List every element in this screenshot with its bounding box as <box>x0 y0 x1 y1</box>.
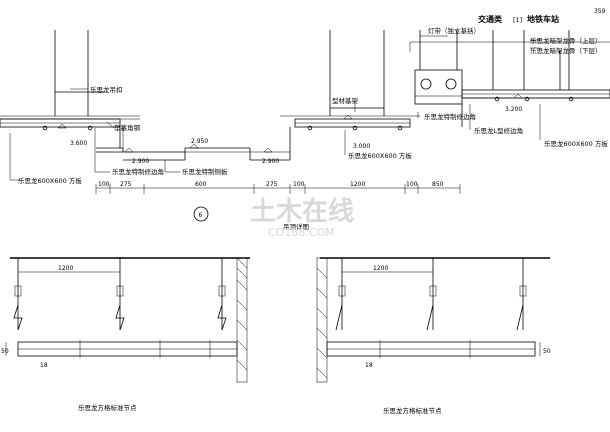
header-category: 交通类 <box>478 14 502 24</box>
watermark: 土木在线 CO188.COM <box>250 197 354 239</box>
header-page-number: 359 <box>594 8 606 15</box>
watermark-url: CO188.COM <box>268 226 335 239</box>
grid-node-detail-left: 1200 50 18 乐思龙方格标准节点 <box>1 257 250 412</box>
label-light-strip: 灯带（独立基括） <box>428 26 480 35</box>
label-square-board-left: 乐思龙600X600 方板 <box>18 176 82 185</box>
dimension-value: 100 <box>98 181 110 188</box>
label-square-board-right: 乐思龙600X600 方板 <box>544 139 608 148</box>
label-special-side-board: 乐思龙特制侧板 <box>182 167 228 176</box>
level-mark: 3.200 <box>505 106 522 113</box>
label-special-edge-right: 乐思龙特制修边角 <box>424 112 476 121</box>
label-keel-frame: 型材基架 <box>332 96 359 105</box>
detail-right-offset: 18 <box>365 362 373 369</box>
detail-right-caption: 乐思龙方格标准节点 <box>383 406 442 415</box>
level-mark: 2.900 <box>132 158 149 165</box>
label-l-edge: 乐思龙L型修边角 <box>474 126 523 135</box>
ceiling-section: 3.600 2.900 2.950 2.900 3.000 3.200 乐思龙吊… <box>0 26 610 231</box>
detail-right-height: 50 <box>543 348 551 355</box>
section-caption: 吊顶详图 <box>283 222 309 231</box>
header-sub: [1] <box>513 16 522 24</box>
dimension-value: 600 <box>195 181 207 188</box>
detail-left-span: 1200 <box>58 265 73 272</box>
label-plastic-angle: 塑塞角钢 <box>114 123 141 132</box>
label-hidden-keel-sub: 乐思龙暗架龙骨（下层） <box>530 46 602 55</box>
dimension-value: 275 <box>120 181 132 188</box>
label-hanger-clip: 乐思龙吊扣 <box>90 85 123 94</box>
section-marker-number: 6 <box>199 212 203 219</box>
dimension-value: 1200 <box>350 181 365 188</box>
level-mark: 2.900 <box>262 158 279 165</box>
level-mark: 3.000 <box>353 143 370 150</box>
dimension-chain: 100 275 600 275 100 1200 100 850 <box>95 181 461 194</box>
grid-node-detail-right: 1200 50 18 乐思龙方格标准节点 <box>316 257 551 415</box>
label-special-edge: 乐思龙特制修边角 <box>112 167 164 176</box>
title-block: 交通类 [1] 地铁车站 359 <box>478 8 606 24</box>
elevation-markers: 3.600 2.900 2.950 2.900 3.000 3.200 <box>70 106 522 165</box>
detail-left-offset: 18 <box>40 362 48 369</box>
dimension-value: 850 <box>432 181 444 188</box>
level-mark: 2.950 <box>191 138 208 145</box>
level-mark: 3.600 <box>70 140 87 147</box>
dimension-value: 100 <box>293 181 305 188</box>
header-station: 地铁车站 <box>527 14 559 24</box>
label-square-board-mid: 乐思龙600X600 方板 <box>348 151 412 160</box>
detail-left-height: 50 <box>1 348 9 355</box>
detail-right-span: 1200 <box>373 265 388 272</box>
detail-left-caption: 乐思龙方格标准节点 <box>78 403 137 412</box>
dimension-value: 275 <box>266 181 278 188</box>
section-marker-circle <box>193 206 209 222</box>
dimension-value: 100 <box>406 181 418 188</box>
watermark-main: 土木在线 <box>250 197 354 227</box>
label-hidden-keel-main: 乐思龙暗架龙骨（上层） <box>530 36 602 45</box>
